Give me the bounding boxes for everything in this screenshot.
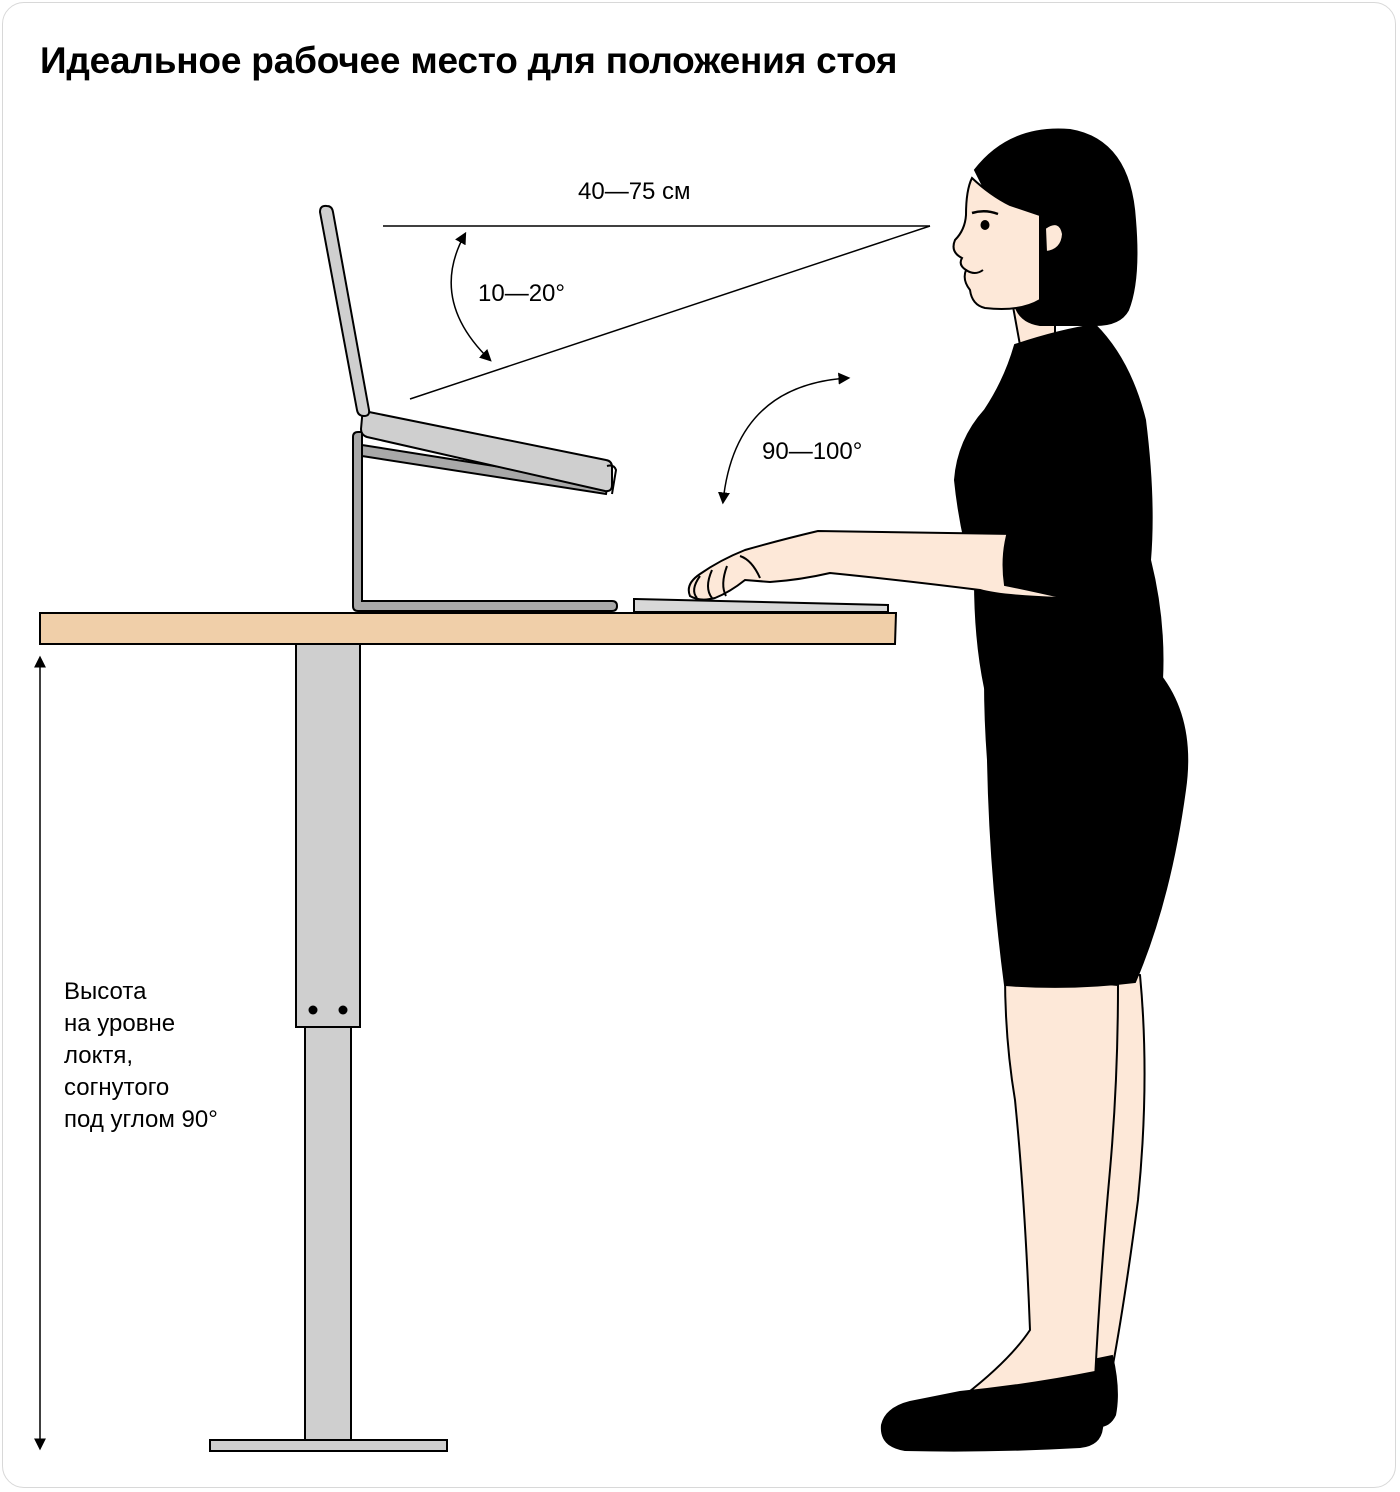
keyboard (633, 597, 889, 613)
desk-top (39, 612, 898, 645)
desk-height-note-line: под углом 90° (64, 1106, 218, 1133)
front-shoe (880, 1370, 1105, 1452)
desk-leg-upper (295, 643, 361, 1028)
eye-distance-label: 40—75 см (578, 178, 691, 205)
desk-height-note-line: локтя, (64, 1042, 134, 1069)
desk-foot (209, 1439, 448, 1452)
sleeve (1002, 518, 1096, 600)
laptop-screen (318, 204, 371, 418)
gaze-line (409, 225, 931, 400)
screen-angle-arc (450, 231, 492, 362)
leg-bolt-right (338, 1005, 348, 1015)
ear (1043, 223, 1065, 254)
front-leg (961, 973, 1120, 1397)
skirt (983, 673, 1189, 988)
desk-leg-lower (304, 1026, 352, 1441)
leg-bolt-left (308, 1005, 318, 1015)
elbow-angle-arc (718, 372, 851, 505)
top-shirt (953, 323, 1164, 692)
elbow-angle-label: 90—100° (762, 438, 863, 465)
laptop-base-lip (606, 464, 618, 495)
desk-height-note-line: согнутого (64, 1074, 170, 1101)
desk-height-note-line: на уровне (64, 1010, 176, 1037)
eyebrow (971, 210, 999, 216)
eye (980, 220, 990, 230)
mouth (965, 269, 984, 274)
screen-angle-label: 10—20° (478, 280, 565, 307)
diagram-title: Идеальное рабочее место для положения ст… (40, 40, 898, 81)
desk-height-note: Высота на уровне локтя, согнутого под уг… (64, 976, 218, 1136)
fingers (693, 555, 761, 599)
desk-height-note-line: Высота (64, 978, 147, 1005)
